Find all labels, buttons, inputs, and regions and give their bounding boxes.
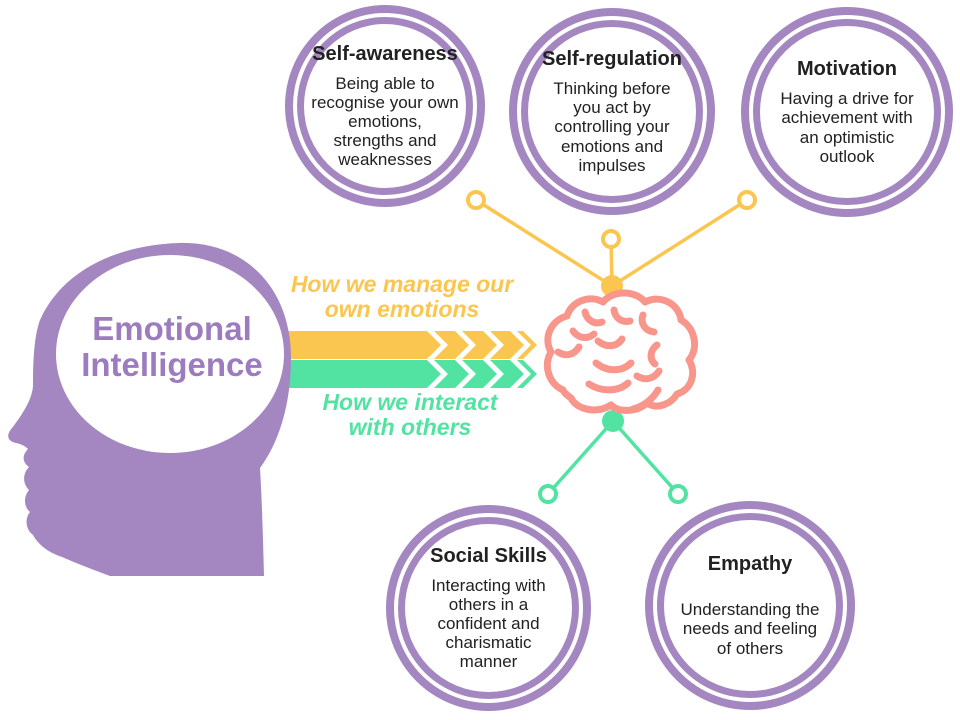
connector-end-ring xyxy=(538,484,558,504)
node-description: Thinking before you act by controlling y… xyxy=(553,79,671,175)
node-description: Being able to recognise your own emotion… xyxy=(311,73,459,170)
node-empathy: Empathy Understanding the needs and feel… xyxy=(645,501,855,710)
page-title: Emotional Intelligence xyxy=(81,310,263,384)
flow-label-manage-emotions: How we manage our own emotions xyxy=(290,271,514,322)
node-self-awareness: Self-awareness Being able to recognise y… xyxy=(285,5,485,207)
node-title: Self-regulation xyxy=(541,48,682,71)
connector-line xyxy=(611,419,680,496)
node-social-skills: Social Skills Interacting with others in… xyxy=(386,505,591,711)
connector-bottom xyxy=(538,410,688,504)
connector-end-ring xyxy=(601,229,621,249)
node-title: Empathy xyxy=(707,553,793,576)
head-inner-circle xyxy=(56,255,284,453)
connector-end-ring xyxy=(737,190,757,210)
node-motivation: Motivation Having a drive for achievemen… xyxy=(741,7,953,217)
flow-arrow-interact-others xyxy=(287,360,537,388)
brain-icon xyxy=(544,289,699,414)
flow-arrow-manage-emotions xyxy=(287,331,537,359)
node-description: Understanding the needs and feeling of o… xyxy=(680,600,820,658)
connector-line xyxy=(546,419,615,496)
node-title: Social Skills xyxy=(430,544,547,567)
node-title: Motivation xyxy=(797,58,897,81)
node-description: Interacting with others in a confident a… xyxy=(431,575,546,672)
connector-line xyxy=(611,198,748,288)
connector-line xyxy=(475,198,613,288)
connector-end-ring xyxy=(668,484,688,504)
head-silhouette xyxy=(8,242,291,576)
flow-label-interact-others: How we interact with others xyxy=(322,389,498,440)
node-description: Having a drive for achievement with an o… xyxy=(780,89,914,166)
node-title: Self-awareness xyxy=(312,42,458,65)
connector-hub-dot xyxy=(602,410,624,432)
node-self-regulation: Self-regulation Thinking before you act … xyxy=(509,8,715,215)
connector-end-ring xyxy=(466,190,486,210)
